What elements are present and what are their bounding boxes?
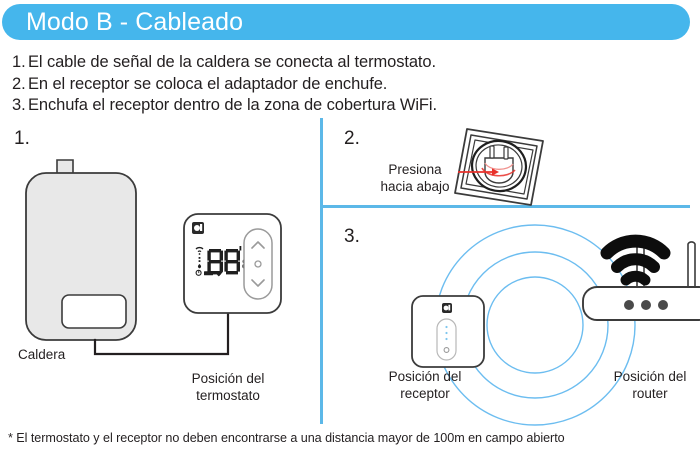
caption-receiver-position: Posición del receptor — [388, 369, 462, 401]
panel-1-number: 1. — [14, 128, 30, 149]
intro-step-2: 2.En el receptor se coloca el adaptador … — [12, 74, 688, 96]
thermostat-display: 8 — [207, 246, 250, 275]
page-title: Modo B - Cableado — [26, 8, 244, 36]
header-banner — [2, 4, 690, 40]
horizontal-divider — [320, 205, 690, 208]
plug-adapter-illustration — [454, 128, 544, 206]
caption-thermostat-position: Posición del termostato — [191, 371, 265, 403]
intro-step-2-number: 2. — [12, 74, 26, 93]
intro-step-3-text: Enchufa el receptor dentro de la zona de… — [28, 96, 437, 114]
panel-3-number: 3. — [344, 226, 360, 247]
footnote-distance-warning: * El termostato y el receptor no deben e… — [8, 431, 565, 445]
router-illustration — [582, 239, 700, 321]
receiver-illustration — [411, 295, 485, 368]
receiver-brand-icon — [442, 303, 452, 313]
intro-step-2-text: En el receptor se coloca el adaptador de… — [28, 74, 388, 93]
signal-cable — [93, 311, 230, 356]
thermostat-illustration: 8 — [183, 213, 282, 314]
vertical-divider — [320, 118, 323, 424]
caption-press-down: Presiona hacia abajo — [380, 162, 450, 194]
svg-text:8: 8 — [242, 258, 250, 273]
boiler-illustration — [25, 159, 137, 341]
thermostat-status-icons — [195, 246, 223, 277]
thermostat-control-pill[interactable] — [243, 228, 273, 300]
intro-step-1: 1.El cable de señal de la caldera se con… — [12, 52, 688, 74]
press-down-arrow — [458, 168, 499, 176]
intro-step-1-text: El cable de señal de la caldera se conec… — [28, 53, 436, 71]
thermostat-brand-icon — [192, 222, 204, 234]
caption-boiler: Caldera — [18, 347, 66, 362]
intro-step-3-number: 3. — [12, 96, 26, 114]
intro-step-list: 1.El cable de señal de la caldera se con… — [12, 52, 688, 117]
intro-step-1-number: 1. — [12, 53, 26, 71]
intro-step-3: 3.Enchufa el receptor dentro de la zona … — [12, 95, 688, 117]
wifi-signal-icon — [600, 234, 671, 286]
panel-2-number: 2. — [344, 128, 360, 149]
caption-router-position: Posición del router — [613, 369, 687, 401]
